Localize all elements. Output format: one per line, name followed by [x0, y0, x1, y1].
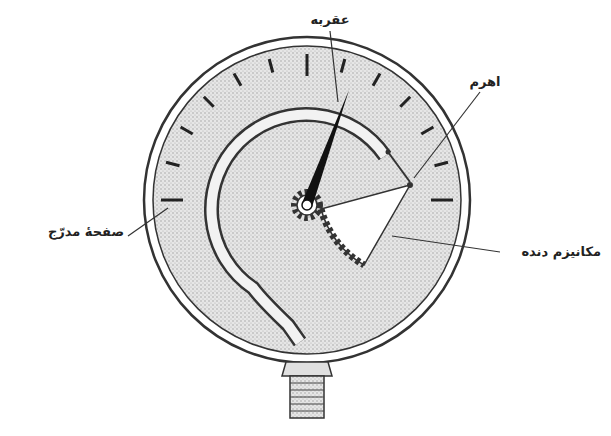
part-label: عقربه: [308, 12, 351, 28]
lever-link: [388, 152, 410, 182]
thread-lines: [290, 383, 324, 411]
scale-ticks: [161, 54, 453, 200]
leader-lines: [128, 31, 500, 252]
part-label: مکانیزم دنده: [519, 244, 603, 260]
sector-gear: [321, 185, 410, 265]
dial-face: [153, 46, 461, 354]
part-label: اهرم: [467, 74, 502, 90]
socket-nut: [282, 362, 332, 376]
pointer-hub: [302, 200, 312, 210]
tube-tip: [386, 150, 391, 155]
pointer-needle: [302, 90, 349, 207]
socket-thread: [290, 376, 324, 418]
sector-teeth: [321, 209, 364, 265]
part-label: صفحهٔ مدرّج: [46, 224, 126, 240]
sector-pivot: [407, 182, 413, 188]
gauge-case: [144, 37, 470, 363]
